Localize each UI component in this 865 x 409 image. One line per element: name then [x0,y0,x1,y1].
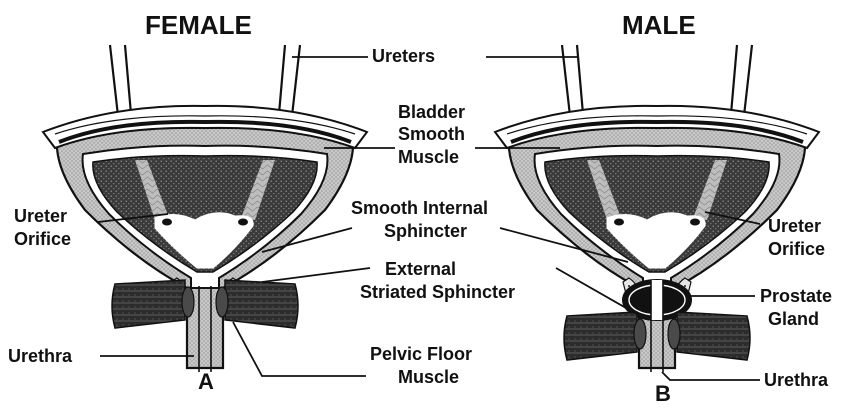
female-bladder-figure [43,45,367,372]
label-ureter-orifice-right-line1: Ureter [768,216,821,236]
label-urethra-left: Urethra [8,346,73,366]
label-urethra-right: Urethra [764,370,829,390]
label-bladder-line3: Muscle [398,147,459,167]
male-heading: MALE [622,10,696,40]
label-internal-sphincter-line1: Smooth Internal [351,198,488,218]
label-prostate-line1: Prostate [760,286,832,306]
panel-label-b: B [655,381,671,406]
label-pelvic-floor-line1: Pelvic Floor [370,344,472,364]
label-ureter-orifice-right-line2: Orifice [768,239,825,259]
label-ureters: Ureters [372,46,435,66]
label-ureter-orifice-left-line1: Ureter [14,206,67,226]
label-external-sphincter-line1: External [385,259,456,279]
label-pelvic-floor-line2: Muscle [398,367,459,387]
label-external-sphincter-line2: Striated Sphincter [360,282,515,302]
label-bladder-line1: Bladder [398,102,465,122]
panel-label-a: A [198,369,214,394]
label-prostate-line2: Gland [768,309,819,329]
label-internal-sphincter-line2: Sphincter [384,221,467,241]
female-heading: FEMALE [145,10,252,40]
label-ureter-orifice-left-line2: Orifice [14,229,71,249]
label-bladder-line2: Smooth [398,124,465,144]
